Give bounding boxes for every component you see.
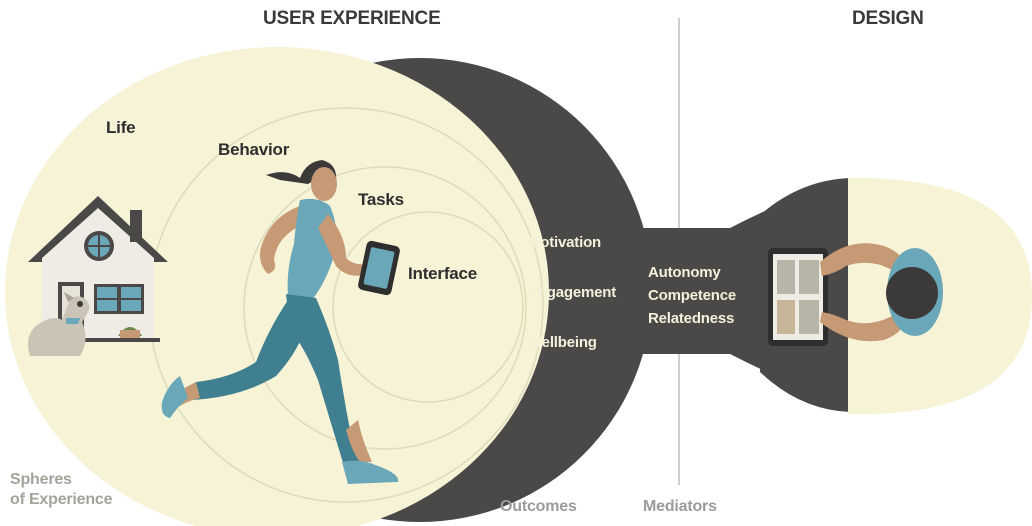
mediator-autonomy: Autonomy bbox=[648, 264, 721, 281]
outcome-wellbeing: Wellbeing bbox=[528, 334, 597, 351]
phone-icon bbox=[358, 240, 400, 296]
spheres-caption-line1: Spheres bbox=[10, 471, 72, 488]
tasks-label: Tasks bbox=[358, 190, 404, 209]
mediator-relatedness: Relatedness bbox=[648, 310, 735, 327]
user-experience-header: USER EXPERIENCE bbox=[263, 8, 441, 29]
life-label: Life bbox=[106, 118, 136, 137]
design-header: DESIGN bbox=[852, 8, 924, 29]
spheres-caption: Spheres of Experience bbox=[10, 470, 113, 510]
runner-icon bbox=[161, 160, 399, 484]
behavior-label: Behavior bbox=[218, 140, 290, 159]
designer-icon bbox=[768, 243, 943, 346]
spheres-circle bbox=[5, 47, 549, 526]
outcomes-caption: Outcomes bbox=[500, 498, 577, 515]
spheres-caption-line2: of Experience bbox=[10, 491, 113, 508]
mediator-competence: Competence bbox=[648, 287, 737, 304]
dog-icon bbox=[28, 292, 90, 356]
outcome-motivation: Motivation bbox=[528, 234, 601, 251]
outcome-engagement: Engagement bbox=[528, 284, 617, 301]
mediators-caption: Mediators bbox=[643, 498, 717, 515]
interface-label: Interface bbox=[408, 264, 478, 283]
house-icon bbox=[28, 196, 168, 342]
